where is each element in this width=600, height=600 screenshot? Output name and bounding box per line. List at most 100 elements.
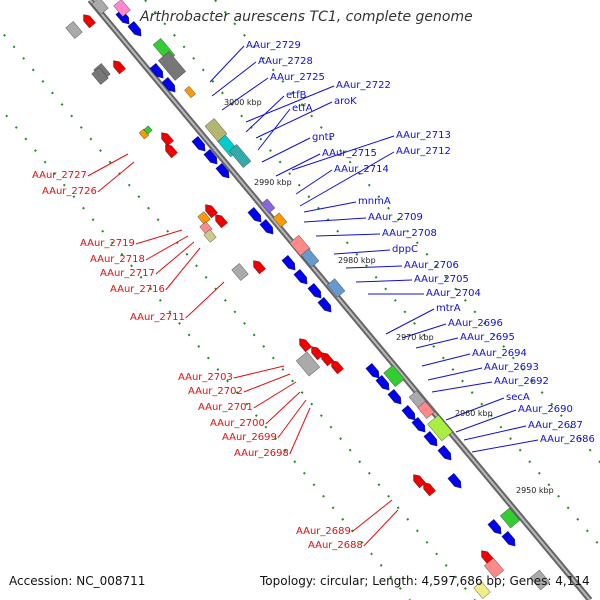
minus-label-leader <box>277 399 307 439</box>
plus-label-leader <box>421 353 471 367</box>
plus-gene-arrow <box>437 445 452 461</box>
gene-label-plus: AAur_2690 <box>518 404 573 415</box>
plus-label-leader <box>261 137 311 163</box>
gene-label-minus: AAur_2700 <box>210 418 265 429</box>
plus-label-leader <box>315 233 381 237</box>
minus-feature-box <box>473 581 491 599</box>
gene-label-plus: dppC <box>392 244 419 255</box>
plus-label-leader <box>245 95 285 133</box>
minus-feature-box <box>231 263 249 281</box>
gene-label-plus: AAur_2704 <box>426 288 481 299</box>
plus-label-leader <box>471 439 539 453</box>
plus-gene-arrow <box>447 473 462 489</box>
gene-label-plus: AAur_2696 <box>448 318 503 329</box>
plus-gene-arrow <box>411 417 426 433</box>
plus-gene-arrow <box>281 255 296 271</box>
plus-label-leader <box>245 85 335 123</box>
gene-label-plus: AAur_2686 <box>540 434 595 445</box>
minus-feature-box <box>197 211 211 225</box>
plus-gene-arrow <box>115 9 130 25</box>
plus-label-leader <box>333 249 391 255</box>
gene-label-plus: AAur_2714 <box>334 164 389 175</box>
plus-feature-box <box>427 414 453 442</box>
plus-gene-arrow <box>191 136 206 152</box>
gene-label-plus: AAur_2694 <box>472 348 527 359</box>
plus-gene-arrow <box>247 207 262 223</box>
gene-label-minus: AAur_2688 <box>308 540 363 551</box>
plus-label-leader <box>295 169 333 195</box>
minus-feature-box <box>203 229 217 243</box>
minus-gene-arrow <box>205 204 218 219</box>
minus-gene-arrow <box>423 482 436 497</box>
minus-label-leader <box>265 391 301 425</box>
minus-gene-arrow <box>331 360 344 375</box>
minus-feature-box <box>483 557 505 579</box>
gene-label-minus: AAur_2719 <box>80 238 135 249</box>
plus-label-leader <box>209 45 245 83</box>
gene-label-plus: etfB <box>286 90 307 101</box>
plus-label-leader <box>431 381 493 393</box>
plus-feature-box <box>157 51 187 81</box>
gene-label-minus: AAur_2698 <box>234 448 289 459</box>
gene-label-plus: AAur_2687 <box>528 420 583 431</box>
minus-feature-box <box>65 21 83 39</box>
gene-label-plus: AAur_2713 <box>396 130 451 141</box>
gene-label-minus: AAur_2702 <box>188 386 243 397</box>
plus-feature-box <box>184 85 196 99</box>
gene-label-plus: AAur_2695 <box>460 332 515 343</box>
accession-text: Accession: NC_008711 <box>9 574 146 588</box>
gene-label-minus: AAur_2711 <box>130 312 185 323</box>
plus-label-leader <box>427 367 483 381</box>
gene-label-plus: AAur_2728 <box>258 56 313 67</box>
minus-label-leader <box>289 407 311 455</box>
plus-label-leader <box>255 101 333 139</box>
gene-label-plus: aroK <box>334 96 357 107</box>
minus-gene-arrow <box>311 346 324 361</box>
minus-label-leader <box>185 281 225 319</box>
plus-feature-box <box>326 278 346 298</box>
plus-feature-box <box>272 212 288 228</box>
plus-gene-arrow <box>387 389 402 405</box>
scale-tick-label: 2980 kbp <box>338 256 376 265</box>
gene-label-minus: AAur_2699 <box>222 432 277 443</box>
gene-label-minus: AAur_2703 <box>178 372 233 383</box>
minus-feature-box <box>91 67 109 85</box>
minus-gene-arrow <box>299 338 312 353</box>
plus-label-leader <box>291 135 395 171</box>
plus-label-leader <box>445 397 505 421</box>
minus-label-leader <box>363 509 399 547</box>
minus-gene-arrow <box>83 14 96 29</box>
minus-gene-arrow <box>321 352 334 367</box>
scale-tick-label: 2960 kbp <box>455 409 493 418</box>
plus-label-leader <box>275 153 321 177</box>
plus-feature-box <box>228 144 252 168</box>
minus-label-leader <box>351 499 393 533</box>
scale-tick-label: 2970 kbp <box>396 333 434 342</box>
minus-gene-arrow <box>161 132 174 147</box>
minus-label-leader <box>135 229 183 245</box>
plus-label-leader <box>345 265 403 269</box>
gene-label-minus: AAur_2717 <box>100 268 155 279</box>
plus-gene-arrow <box>259 219 274 235</box>
minus-gene-arrow <box>253 260 266 275</box>
gene-label-minus: AAur_2689 <box>296 526 351 537</box>
gene-label-minus: AAur_2718 <box>90 254 145 265</box>
minus-label-leader <box>97 161 135 193</box>
plus-gene-arrow <box>375 375 390 391</box>
plus-gene-arrow <box>293 269 308 285</box>
plus-label-leader <box>211 61 257 97</box>
backbone-inner <box>89 0 591 600</box>
gene-label-plus: AAur_2729 <box>246 40 301 51</box>
minus-label-leader <box>155 241 195 275</box>
gene-label-plus: AAur_2706 <box>404 260 459 271</box>
scale-tick-label: 2950 kbp <box>516 486 554 495</box>
plus-gene-arrow <box>501 531 516 547</box>
track-guide-inner-plus <box>144 0 600 548</box>
minus-label-leader <box>253 381 297 409</box>
genome-summary-text: Topology: circular; Length: 4,597,686 bp… <box>260 574 590 588</box>
plus-label-leader <box>221 77 269 111</box>
gene-label-plus: AAur_2708 <box>382 228 437 239</box>
gene-label-minus: AAur_2716 <box>110 284 165 295</box>
plus-feature-box <box>417 401 435 419</box>
minus-gene-arrow <box>413 474 426 489</box>
